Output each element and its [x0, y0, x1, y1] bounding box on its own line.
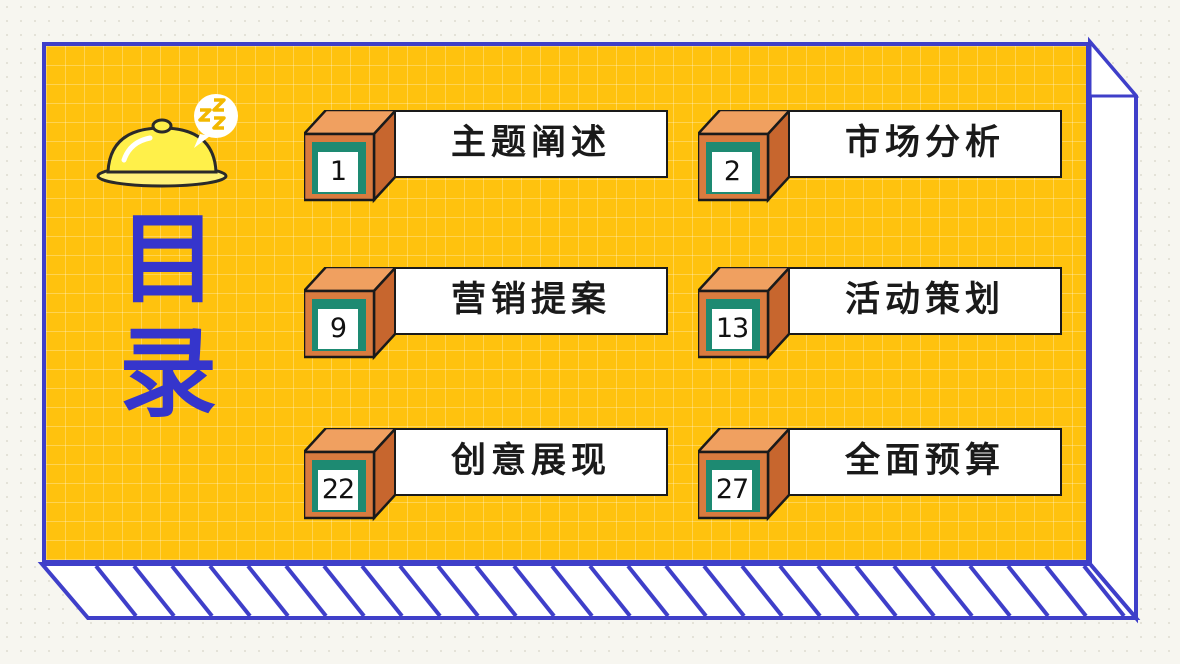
toc-item-3[interactable]: 9 营销提案: [304, 267, 672, 363]
cloche-icon: [96, 94, 238, 188]
hatch-stripe: [132, 564, 176, 618]
toc-number: 22: [318, 470, 358, 510]
toc-item-4[interactable]: 13 活动策划: [698, 267, 1066, 363]
sleep-zzz-icon: [194, 94, 238, 148]
toc-item-6[interactable]: 27 全面预算: [698, 428, 1066, 524]
hatch-stripe: [1082, 564, 1126, 618]
hatch-stripe: [626, 564, 670, 618]
hatch-stripe: [550, 564, 594, 618]
toc-label-box: 创意展现: [394, 428, 668, 496]
hatch-stripe: [474, 564, 518, 618]
bottom-hatch-stripes: [94, 564, 1126, 618]
toc-label: 市场分析: [844, 122, 1005, 163]
hatch-stripe: [208, 564, 252, 618]
hatch-stripe: [778, 564, 822, 618]
toc-label: 活动策划: [844, 279, 1005, 320]
toc-item-2[interactable]: 2 市场分析: [698, 110, 1066, 206]
frame-top-fold: [1088, 37, 1140, 98]
hatch-stripe: [246, 564, 290, 618]
toc-item-1[interactable]: 1 主题阐述: [304, 110, 672, 206]
toc-label-box: 市场分析: [788, 110, 1062, 178]
hatch-stripe: [398, 564, 442, 618]
toc-number: 1: [318, 152, 358, 192]
hatch-stripe: [360, 564, 404, 618]
hatch-stripe: [816, 564, 860, 618]
hatch-stripe: [512, 564, 556, 618]
toc-label: 创意展现: [450, 440, 611, 481]
toc-number: 27: [712, 470, 752, 510]
hatch-stripe: [1044, 564, 1088, 618]
toc-label-box: 营销提案: [394, 267, 668, 335]
page-title-char-2: 录: [118, 317, 217, 431]
hatch-stripe: [968, 564, 1012, 618]
hatch-stripe: [892, 564, 936, 618]
toc-number: 13: [712, 309, 752, 349]
hatch-stripe: [1006, 564, 1050, 618]
hatch-stripe: [322, 564, 366, 618]
hatch-stripe: [702, 564, 746, 618]
frame-right-side: [1088, 36, 1138, 624]
hatch-stripe: [854, 564, 898, 618]
hatch-stripe: [436, 564, 480, 618]
hatch-stripe: [588, 564, 632, 618]
hatch-stripe: [94, 564, 138, 618]
page-title-char-1: 目: [118, 203, 217, 317]
hatch-stripe: [930, 564, 974, 618]
toc-label-box: 全面预算: [788, 428, 1062, 496]
hatch-stripe: [170, 564, 214, 618]
toc-number: 2: [712, 152, 752, 192]
toc-label: 营销提案: [450, 279, 611, 320]
toc-label-box: 活动策划: [788, 267, 1062, 335]
toc-label: 主题阐述: [450, 122, 611, 163]
toc-label: 全面预算: [844, 440, 1005, 481]
hatch-stripe: [284, 564, 328, 618]
toc-number: 9: [318, 309, 358, 349]
toc-label-box: 主题阐述: [394, 110, 668, 178]
toc-item-5[interactable]: 22 创意展现: [304, 428, 672, 524]
hatch-stripe: [664, 564, 708, 618]
hatch-stripe: [740, 564, 784, 618]
